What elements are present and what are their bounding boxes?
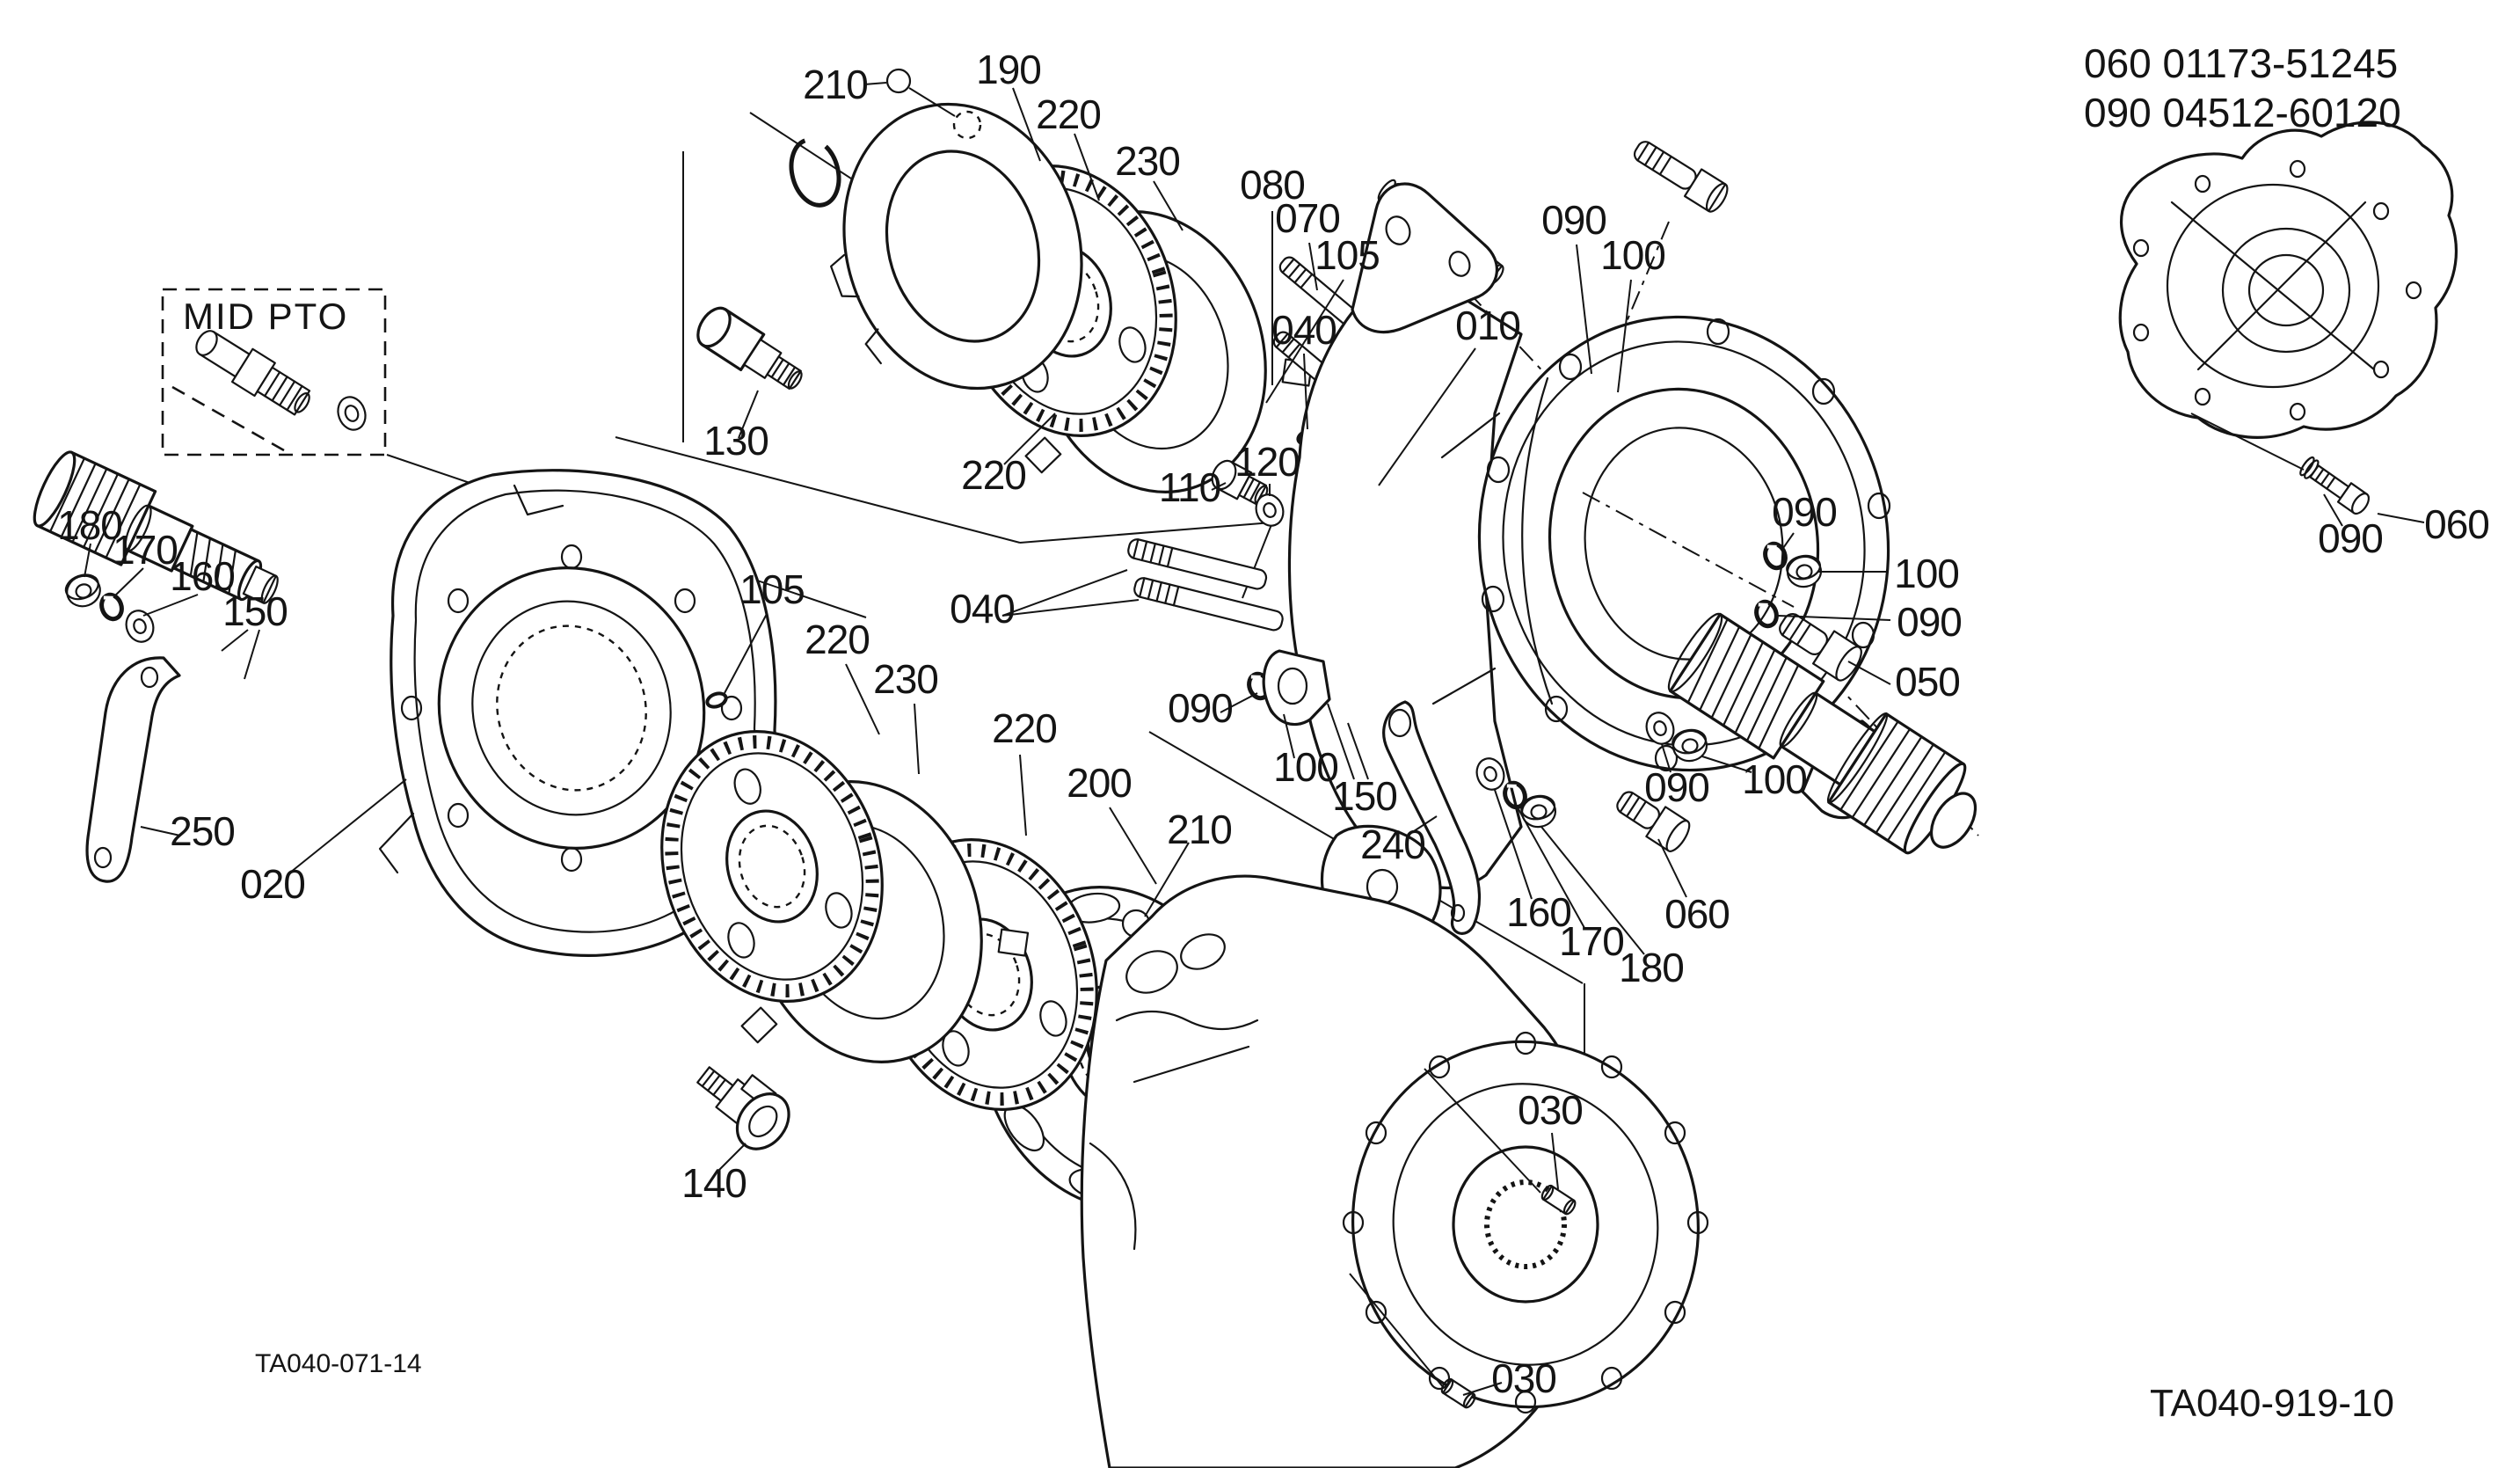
stud-080 bbox=[1272, 331, 1329, 382]
bolt-top-right bbox=[1633, 141, 1729, 213]
callout-100-top-right: 100 bbox=[1600, 232, 1665, 278]
callout-030-top: 030 bbox=[1518, 1087, 1583, 1133]
callout-090-top-right: 090 bbox=[1541, 197, 1606, 243]
callout-240: 240 bbox=[1360, 822, 1425, 867]
callout-010: 010 bbox=[1455, 303, 1520, 348]
mid-pto-dashed-box bbox=[161, 288, 387, 456]
inset-housing-drawing bbox=[2118, 121, 2458, 515]
left-fastener-group bbox=[61, 569, 159, 647]
callout-070: 070 bbox=[1275, 195, 1340, 241]
callout-110: 110 bbox=[1159, 464, 1220, 510]
callout-200: 200 bbox=[1067, 760, 1132, 806]
nut-180-left bbox=[61, 569, 106, 612]
callout-105-mid: 105 bbox=[739, 566, 805, 612]
bolt-050-drawing bbox=[1779, 612, 1862, 682]
callout-190: 190 bbox=[976, 47, 1041, 92]
adjuster-bolt-130-drawing bbox=[696, 306, 803, 391]
snap-ring-top bbox=[789, 137, 841, 208]
callout-060-right: 060 bbox=[1664, 891, 1730, 937]
callout-250: 250 bbox=[170, 808, 235, 854]
callout-090-right-2: 090 bbox=[1897, 599, 1962, 645]
stud-070 bbox=[1278, 256, 1363, 330]
callout-210-bottom: 210 bbox=[1167, 807, 1232, 852]
callout-040-top: 040 bbox=[1271, 307, 1336, 353]
callout-230-mid: 230 bbox=[873, 656, 938, 702]
plug-bolt-110-drawing bbox=[1211, 459, 1269, 506]
release-lever-250-drawing bbox=[85, 656, 181, 883]
callout-230-top: 230 bbox=[1115, 138, 1180, 184]
mid-pto-shaft-drawing bbox=[195, 330, 311, 416]
callout-105-top: 105 bbox=[1315, 232, 1380, 278]
callout-120: 120 bbox=[1235, 439, 1300, 485]
bolt-060-right-drawing bbox=[1616, 791, 1691, 852]
pto-counter-shaft-drawing bbox=[1667, 612, 1977, 855]
callout-100-right-1: 100 bbox=[1894, 551, 1959, 596]
callout-090-mid: 090 bbox=[1168, 685, 1233, 731]
callout-090-inset: 090 bbox=[2318, 515, 2383, 561]
text-blocks: 060 01173-51245 090 04512-60120 MID PTO … bbox=[183, 40, 2401, 1425]
callout-060-inset: 060 bbox=[2424, 501, 2489, 547]
callout-100-mid: 100 bbox=[1273, 744, 1338, 790]
mid-pto-inset bbox=[161, 288, 867, 618]
callout-210-top: 210 bbox=[803, 62, 868, 107]
engine-block-drawing bbox=[1080, 874, 1709, 1468]
callout-220-fourth: 220 bbox=[992, 705, 1057, 751]
callout-100-right-bottom: 100 bbox=[1742, 756, 1807, 802]
leader-lines bbox=[84, 82, 2425, 1396]
callout-220-second: 220 bbox=[961, 452, 1026, 498]
callout-090-right-bottom: 090 bbox=[1644, 764, 1709, 810]
part-number-line-1: 060 01173-51245 bbox=[2084, 40, 2398, 86]
part-number-line-2: 090 04512-60120 bbox=[2084, 90, 2401, 135]
callout-160-left: 160 bbox=[170, 553, 235, 599]
drawing-code-right: TA040-919-10 bbox=[2150, 1382, 2394, 1425]
spring-washer-170-left bbox=[98, 592, 125, 622]
callout-040-mid: 040 bbox=[950, 586, 1015, 632]
callout-130: 130 bbox=[703, 418, 768, 464]
mid-pto-label: MID PTO bbox=[183, 296, 348, 337]
brake-plate-190 bbox=[830, 102, 1083, 391]
pto-shaft-drawing bbox=[33, 450, 279, 604]
callout-170-left: 170 bbox=[113, 527, 178, 573]
callout-080: 080 bbox=[1240, 162, 1305, 208]
mid-pto-washer bbox=[337, 396, 367, 431]
callout-180-left: 180 bbox=[57, 502, 122, 548]
stud-040-b bbox=[1133, 577, 1284, 632]
callout-030-bottom: 030 bbox=[1491, 1355, 1556, 1401]
release-lever-240-drawing bbox=[1382, 700, 1482, 935]
drawing-code-left: TA040-071-14 bbox=[255, 1349, 422, 1378]
callout-150-mid: 150 bbox=[1332, 773, 1397, 819]
callout-labels: 210 190 220 230 080 070 105 040 010 090 … bbox=[57, 47, 2490, 1401]
callout-170-right: 170 bbox=[1559, 918, 1624, 964]
callout-220-third: 220 bbox=[805, 617, 870, 662]
o-ring-105 bbox=[705, 691, 728, 709]
callout-140: 140 bbox=[681, 1160, 747, 1206]
callout-020: 020 bbox=[240, 861, 305, 907]
stud-040-a bbox=[1127, 538, 1268, 590]
ball-seat-dashed-circle bbox=[952, 110, 982, 140]
ball-210-top bbox=[885, 68, 912, 94]
joint-bolt-140-drawing bbox=[696, 1066, 790, 1150]
callout-050: 050 bbox=[1895, 659, 1960, 705]
callout-090-right-1: 090 bbox=[1772, 489, 1837, 535]
inset-bolt-drawing bbox=[2299, 456, 2371, 515]
callout-150-left: 150 bbox=[222, 588, 288, 634]
callout-160-right: 160 bbox=[1506, 889, 1571, 935]
callout-220-top: 220 bbox=[1036, 91, 1101, 137]
callout-180-right: 180 bbox=[1619, 945, 1684, 990]
clutch-disc-stack-top bbox=[789, 68, 1338, 534]
right-fastener-group bbox=[1471, 541, 1862, 852]
